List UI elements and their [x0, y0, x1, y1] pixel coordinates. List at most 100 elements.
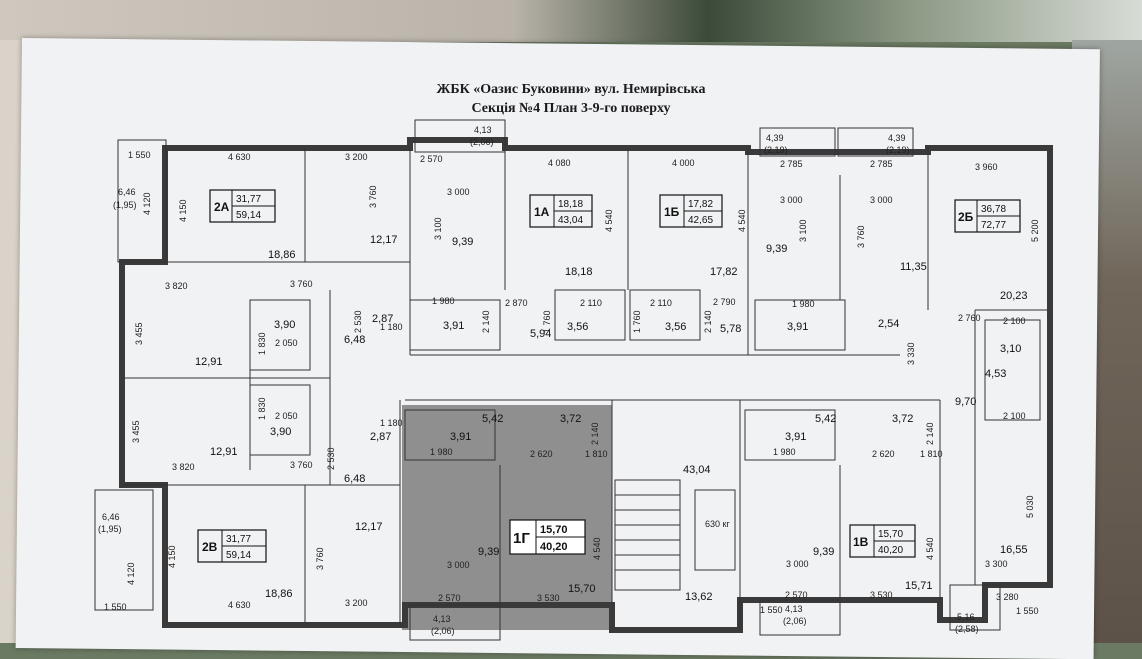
svg-text:2 870: 2 870	[505, 298, 528, 308]
room-area: 2,54	[878, 318, 899, 330]
room-area: 3,91	[785, 431, 806, 443]
title-line-1: ЖБК «Оазис Буковини» вул. Немирівська	[436, 82, 706, 97]
svg-text:5,16: 5,16	[957, 612, 975, 622]
room-area: 15,70	[568, 583, 596, 595]
apartment-total: 40,20	[540, 541, 568, 553]
svg-text:4 540: 4 540	[737, 209, 747, 232]
apartment-id: 2В	[202, 540, 218, 554]
apartment-id: 1Г	[513, 530, 530, 547]
svg-text:2 140: 2 140	[925, 422, 935, 445]
svg-text:1 830: 1 830	[257, 332, 267, 355]
room-area: 12,91	[195, 356, 223, 368]
balconies	[94, 119, 1001, 641]
svg-text:1 550: 1 550	[760, 605, 783, 615]
svg-text:(2,06): (2,06)	[431, 626, 455, 636]
svg-text:4 630: 4 630	[228, 600, 251, 610]
svg-text:1 550: 1 550	[104, 602, 127, 612]
svg-text:1 980: 1 980	[792, 299, 815, 309]
dimension-labels-vertical: 4 120 4 150 3 760 3 100 4 540 4 540 3 10…	[126, 185, 1040, 585]
svg-text:4 540: 4 540	[925, 537, 935, 560]
svg-text:3 100: 3 100	[798, 219, 808, 242]
svg-text:(1,95): (1,95)	[98, 524, 122, 534]
svg-text:1 980: 1 980	[773, 447, 796, 457]
svg-text:2 110: 2 110	[580, 298, 602, 308]
svg-text:4 540: 4 540	[592, 537, 602, 560]
room-area: 4,53	[985, 368, 1006, 380]
svg-text:(1,95): (1,95)	[113, 200, 137, 210]
svg-text:2 530: 2 530	[326, 447, 336, 470]
room-area: 2,87	[372, 313, 393, 325]
svg-text:3 200: 3 200	[345, 152, 368, 162]
svg-text:2 620: 2 620	[872, 449, 895, 459]
room-area: 43,04	[683, 464, 711, 476]
svg-text:1 810: 1 810	[920, 449, 943, 459]
svg-text:6,46: 6,46	[118, 187, 136, 197]
svg-text:1 180: 1 180	[380, 418, 403, 428]
room-area: 3,10	[1000, 343, 1021, 355]
staircase	[614, 479, 736, 591]
apartment-badge-2b: 2Б 36,78 72,77	[954, 199, 1021, 233]
svg-text:1 980: 1 980	[432, 296, 455, 306]
room-area: 3,91	[443, 320, 464, 332]
svg-text:2 140: 2 140	[590, 422, 600, 445]
svg-text:3 000: 3 000	[447, 187, 470, 197]
apartment-id: 1А	[534, 205, 550, 219]
svg-text:3 100: 3 100	[433, 217, 443, 240]
svg-text:1 810: 1 810	[585, 449, 608, 459]
title-line-2: Секція №4 План 3-9-го поверху	[471, 101, 671, 116]
svg-text:3 200: 3 200	[345, 598, 368, 608]
room-area: 9,70	[955, 396, 976, 408]
svg-text:4,39: 4,39	[766, 133, 784, 143]
svg-text:1 180: 1 180	[380, 322, 403, 332]
svg-text:4 150: 4 150	[178, 199, 188, 222]
room-area: 5,78	[720, 323, 741, 335]
room-area: 11,35	[900, 261, 927, 273]
apartment-living: 18,18	[558, 199, 583, 210]
room-area: 3,56	[567, 321, 588, 333]
svg-text:3 530: 3 530	[537, 593, 560, 603]
room-area: 2,87	[370, 431, 391, 443]
svg-text:4,39: 4,39	[888, 133, 906, 143]
svg-text:2 530: 2 530	[353, 310, 363, 333]
svg-text:3 330: 3 330	[906, 342, 916, 365]
room-area: 12,17	[355, 521, 383, 533]
apartment-living: 15,70	[878, 529, 903, 540]
room-area: 9,39	[766, 243, 787, 255]
room-area: 3,91	[787, 321, 808, 333]
apartment-badge-1g: 1Г 15,70 40,20	[509, 519, 586, 555]
room-area: 12,91	[210, 446, 238, 458]
apartment-id: 1В	[853, 535, 869, 549]
balcony-labels: 6,46 (1,95) 6,46 (1,95) 4,13 (2,06) 4,39…	[98, 125, 979, 636]
photo-background-top	[0, 0, 1142, 42]
svg-text:3 280: 3 280	[996, 592, 1019, 602]
svg-text:2 050: 2 050	[275, 338, 298, 348]
svg-text:2 140: 2 140	[481, 310, 491, 333]
svg-text:5 030: 5 030	[1025, 495, 1035, 518]
svg-text:3 760: 3 760	[856, 225, 866, 248]
svg-text:3 760: 3 760	[315, 547, 325, 570]
floor-plan: 2А 31,77 59,14 1А 18,18 43,04 1Б 17,82 4…	[94, 119, 1053, 641]
svg-text:(2,19): (2,19)	[764, 145, 788, 155]
room-area: 20,23	[1000, 290, 1028, 302]
apartment-badge-1v: 1В 15,70 40,20	[849, 524, 916, 558]
svg-text:2 570: 2 570	[785, 590, 808, 600]
svg-text:2 785: 2 785	[870, 159, 893, 169]
apartment-living: 17,82	[688, 199, 713, 210]
room-area: 3,91	[450, 431, 471, 443]
svg-text:3 000: 3 000	[870, 195, 893, 205]
svg-text:3 820: 3 820	[165, 281, 188, 291]
room-area: 3,90	[270, 426, 291, 438]
svg-text:2 110: 2 110	[650, 298, 672, 308]
apartment-total: 59,14	[226, 550, 251, 561]
svg-text:2 100: 2 100	[1003, 411, 1026, 421]
svg-text:3 820: 3 820	[172, 462, 195, 472]
lift-capacity: 630 кг	[705, 519, 730, 529]
apartment-living: 31,77	[226, 534, 251, 545]
apartment-living: 15,70	[540, 524, 568, 536]
room-area: 9,39	[452, 236, 473, 248]
room-area-labels: 18,86 12,17 9,39 18,18 17,82 9,39 11,35 …	[195, 234, 1028, 603]
svg-text:1 550: 1 550	[1016, 606, 1039, 616]
svg-text:2 790: 2 790	[713, 297, 736, 307]
apartment-badge-2v: 2В 31,77 59,14	[197, 529, 267, 563]
room-area: 12,17	[370, 234, 398, 246]
